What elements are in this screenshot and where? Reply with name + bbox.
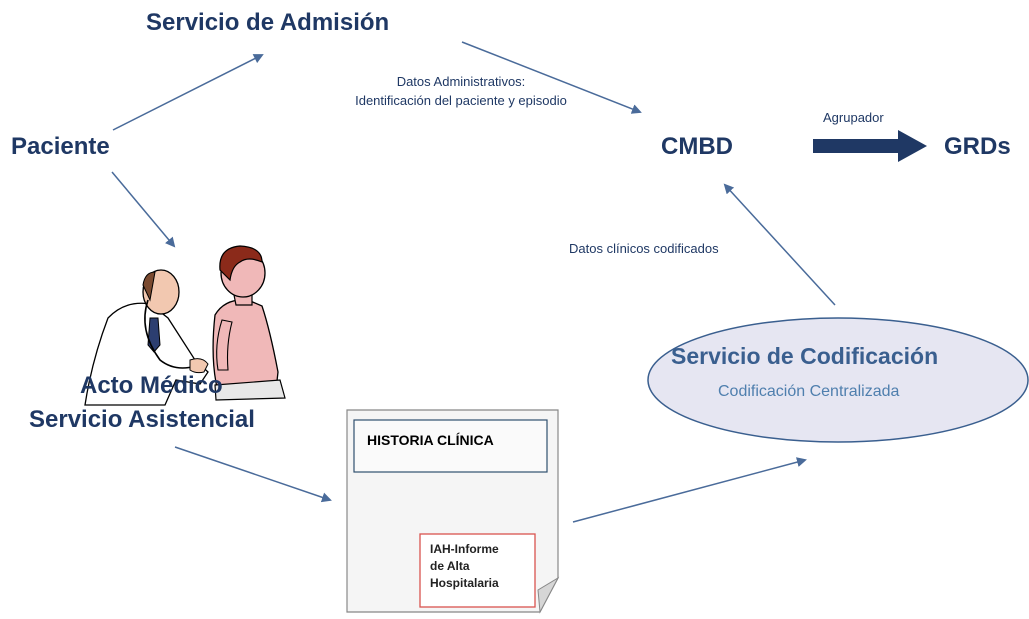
arrow-acto-to-historia (174, 446, 332, 503)
node-cmbd: CMBD (661, 133, 733, 160)
label-datos-administrativos: Datos Administrativos: Identificación de… (321, 74, 601, 108)
arrow-admision-to-cmbd (461, 41, 642, 114)
arrow-codificacion-to-cmbd (723, 183, 836, 306)
historia-clinica-document (346, 409, 560, 614)
iah-line-2: de Alta (430, 559, 470, 573)
arrow-historia-to-codificacion (572, 457, 807, 523)
iah-label: IAH-Informe de Alta Hospitalaria (430, 541, 530, 592)
label-agrupador: Agrupador (823, 110, 884, 125)
arrow-paciente-to-admision (112, 54, 264, 131)
historia-clinica-title: HISTORIA CLÍNICA (367, 432, 494, 448)
label-datos-admin-line2: Identificación del paciente y episodio (355, 93, 567, 108)
iah-box (419, 533, 536, 608)
iah-line-3: Hospitalaria (430, 576, 499, 590)
arrow-paciente-to-acto (111, 171, 176, 248)
doctor-patient-illustration (84, 245, 286, 406)
codificacion-ellipse (647, 317, 1029, 443)
node-grds: GRDs (944, 133, 1011, 160)
agrupador-block-arrow (813, 130, 927, 162)
codificacion-subtitle: Codificación Centralizada (718, 383, 900, 400)
historia-title-box (353, 419, 548, 473)
node-servicio-asistencial: Servicio Asistencial (29, 406, 255, 433)
codificacion-title: Servicio de Codificación (671, 343, 939, 369)
doctor-icon (84, 302, 209, 406)
iah-line-1: IAH-Informe (430, 542, 499, 556)
node-servicio-admision: Servicio de Admisión (146, 9, 390, 36)
label-datos-admin-line1: Datos Administrativos: (396, 74, 526, 89)
node-acto-medico: Acto Médico (80, 372, 223, 399)
node-paciente: Paciente (11, 133, 110, 160)
label-datos-clinicos: Datos clínicos codificados (569, 241, 719, 256)
